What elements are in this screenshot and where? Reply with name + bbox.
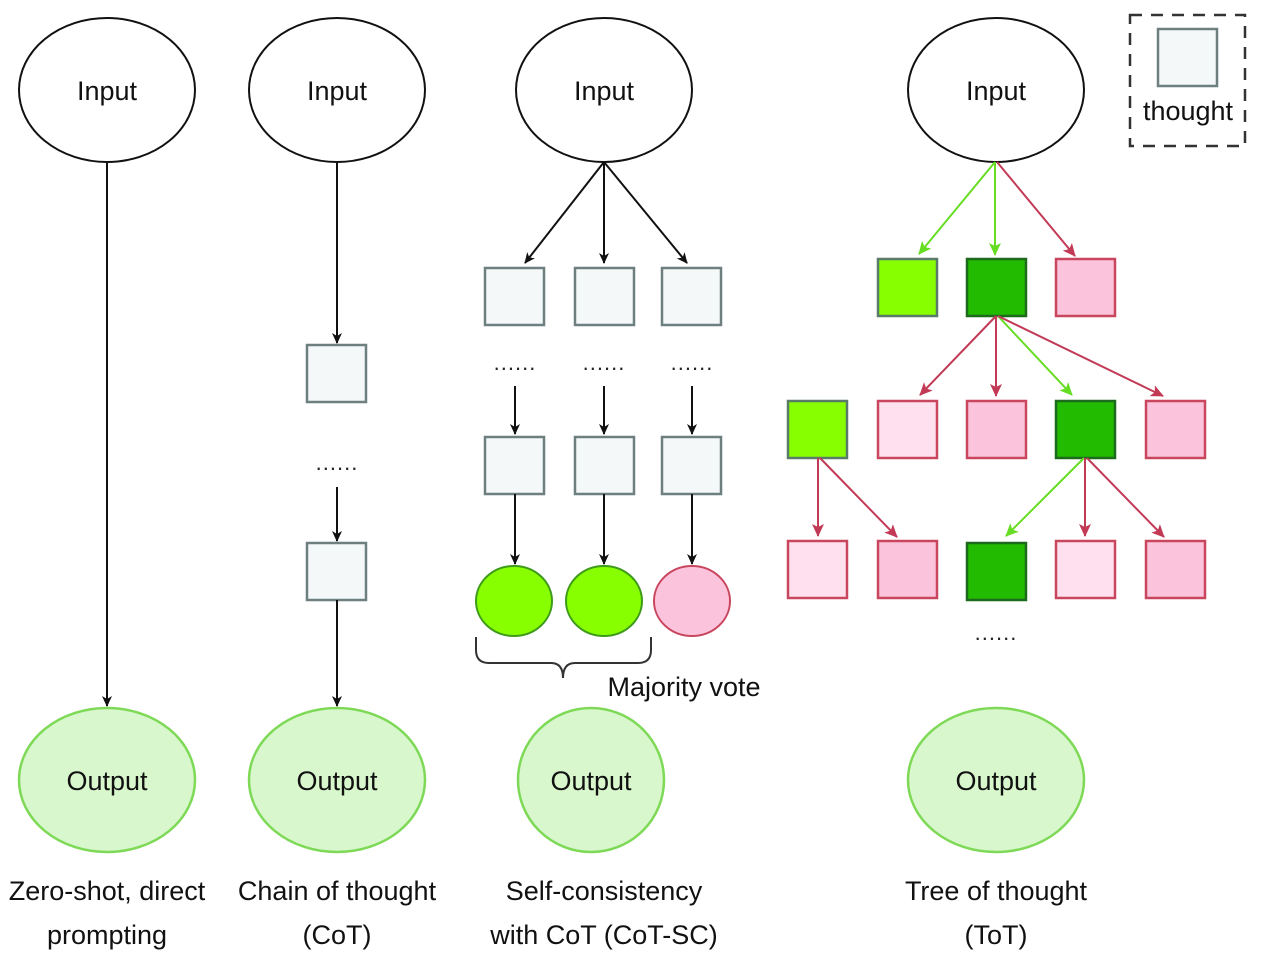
thought-box	[660, 435, 723, 496]
output-node	[906, 706, 1086, 854]
input-label: Input	[307, 76, 368, 106]
panel-tree-of-thought: Input ...... Output	[786, 17, 1207, 950]
caption-line2: (ToT)	[965, 920, 1028, 950]
panel-chain-of-thought: Input ...... Output Chain of thought (Co…	[238, 17, 437, 950]
thought-good-dark	[965, 541, 1028, 602]
ellipsis: ......	[583, 350, 626, 375]
arrow-promising	[1005, 457, 1085, 537]
legend-border	[1128, 13, 1247, 148]
thought-bad-light	[786, 539, 849, 600]
answer-correct	[565, 565, 643, 637]
input-label: Input	[77, 76, 138, 106]
thought-box	[660, 266, 723, 327]
thought-box	[573, 435, 636, 496]
output-label: Output	[955, 766, 1037, 796]
panel-self-consistency: Input ...... ...... ...... Majority vote…	[475, 17, 761, 950]
arrow-promising	[918, 161, 996, 255]
ellipsis: ......	[671, 350, 714, 375]
caption-line1: Chain of thought	[238, 876, 437, 906]
thought-box	[305, 343, 368, 404]
majority-brace	[475, 637, 652, 679]
thought-box	[483, 435, 546, 496]
ellipsis: ......	[975, 620, 1018, 645]
thought-good-light	[876, 257, 939, 318]
answer-correct	[475, 565, 553, 637]
thought-bad-light	[876, 399, 939, 460]
caption-line1: Zero-shot, direct	[9, 876, 206, 906]
arrow-pruned	[819, 457, 898, 538]
output-node	[17, 706, 197, 854]
caption-line2: prompting	[47, 920, 167, 950]
legend-label: thought	[1143, 96, 1234, 126]
legend-thought-box	[1156, 27, 1219, 88]
thought-bad	[876, 539, 939, 600]
answer-incorrect	[653, 565, 731, 637]
arrow-pruned	[1086, 457, 1165, 538]
arrow	[603, 161, 688, 264]
thought-good-light	[786, 399, 849, 460]
arrow	[524, 161, 605, 264]
arrow-pruned	[996, 161, 1076, 257]
thought-bad-light	[1054, 539, 1117, 600]
arrow-pruned	[997, 315, 1164, 397]
output-node	[516, 706, 666, 854]
output-node	[247, 706, 427, 854]
ellipsis: ......	[316, 450, 359, 475]
caption-line2: (CoT)	[303, 920, 372, 950]
legend: thought	[1128, 13, 1247, 148]
thought-good-dark	[965, 257, 1028, 318]
thought-bad	[965, 399, 1028, 460]
input-label: Input	[574, 76, 635, 106]
majority-vote-label: Majority vote	[607, 672, 760, 702]
thought-box	[483, 266, 546, 327]
thought-good-dark	[1054, 399, 1117, 460]
output-label: Output	[296, 766, 378, 796]
thought-bad	[1054, 257, 1117, 318]
ellipsis: ......	[494, 350, 537, 375]
output-label: Output	[550, 766, 632, 796]
caption-line2: with CoT (CoT-SC)	[489, 920, 718, 950]
arrow-pruned	[919, 315, 997, 396]
thought-bad	[1144, 399, 1207, 460]
caption-line1: Tree of thought	[905, 876, 1088, 906]
input-label: Input	[966, 76, 1027, 106]
thought-bad	[1144, 539, 1207, 600]
caption-line1: Self-consistency	[506, 876, 703, 906]
thought-box	[305, 541, 368, 602]
arrow-promising	[997, 315, 1073, 396]
panel-zero-shot: Input Output Zero-shot, direct prompting	[9, 17, 206, 950]
thought-box	[573, 266, 636, 327]
output-label: Output	[66, 766, 148, 796]
